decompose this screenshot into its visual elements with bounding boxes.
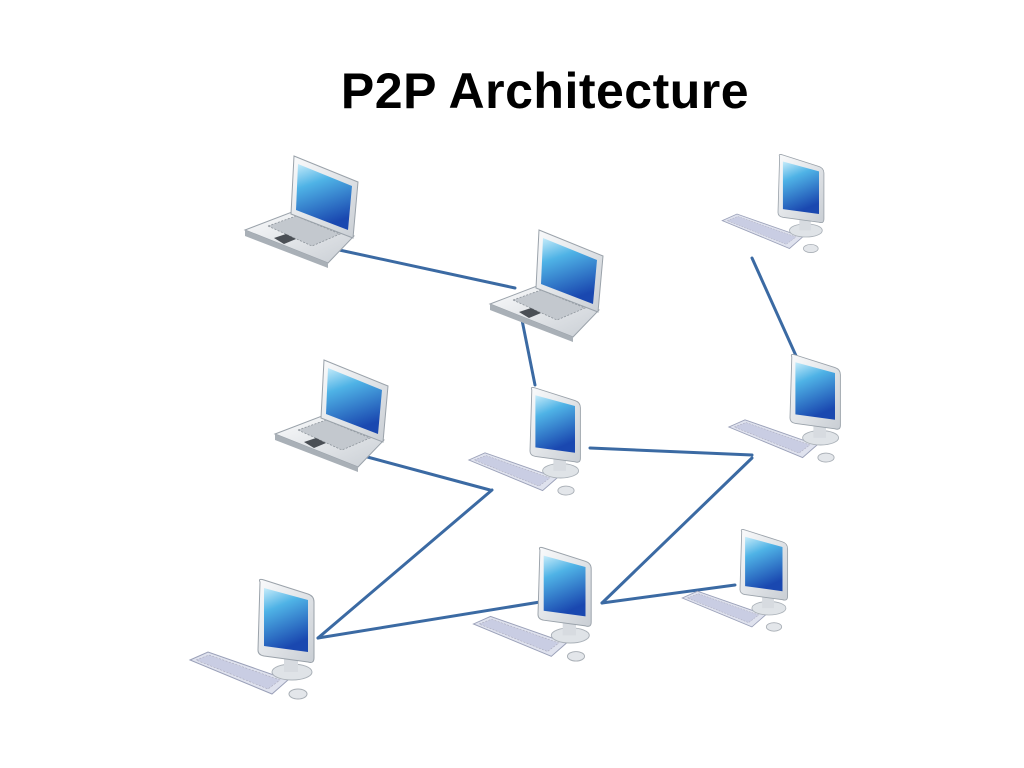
link-desktop-2-desktop-4	[316, 488, 494, 640]
screen	[782, 161, 819, 215]
desktop-icon	[721, 154, 825, 253]
link-desktop-2-desktop-3	[588, 446, 754, 457]
screen	[296, 164, 352, 230]
laptop-icon	[488, 229, 604, 342]
desktop-icon	[727, 353, 841, 463]
link-desktop-4-desktop-5	[316, 600, 542, 640]
screen	[745, 536, 783, 592]
link-laptop-1-laptop-2	[328, 246, 517, 290]
link-laptop-3-desktop-2	[358, 453, 492, 492]
desktop-icon	[188, 578, 315, 700]
nodes	[188, 154, 841, 700]
desktop-icon	[681, 529, 789, 632]
desktop-icon	[472, 546, 592, 662]
link-laptop-2-desktop-2	[520, 318, 537, 387]
link-desktop-3-desktop-5	[600, 456, 754, 605]
screen	[541, 238, 597, 304]
screen	[543, 555, 586, 617]
link-desktop-5-desktop-6	[600, 583, 737, 605]
links	[316, 246, 799, 640]
slide-title: P2P Architecture	[340, 63, 750, 119]
screen	[264, 588, 308, 652]
laptop-icon	[243, 155, 359, 268]
laptop-icon	[273, 359, 389, 472]
desktop-icon	[467, 386, 581, 496]
link-desktop-1-desktop-3	[750, 256, 799, 360]
screen	[795, 362, 835, 420]
screen	[535, 395, 575, 453]
screen	[326, 368, 382, 434]
